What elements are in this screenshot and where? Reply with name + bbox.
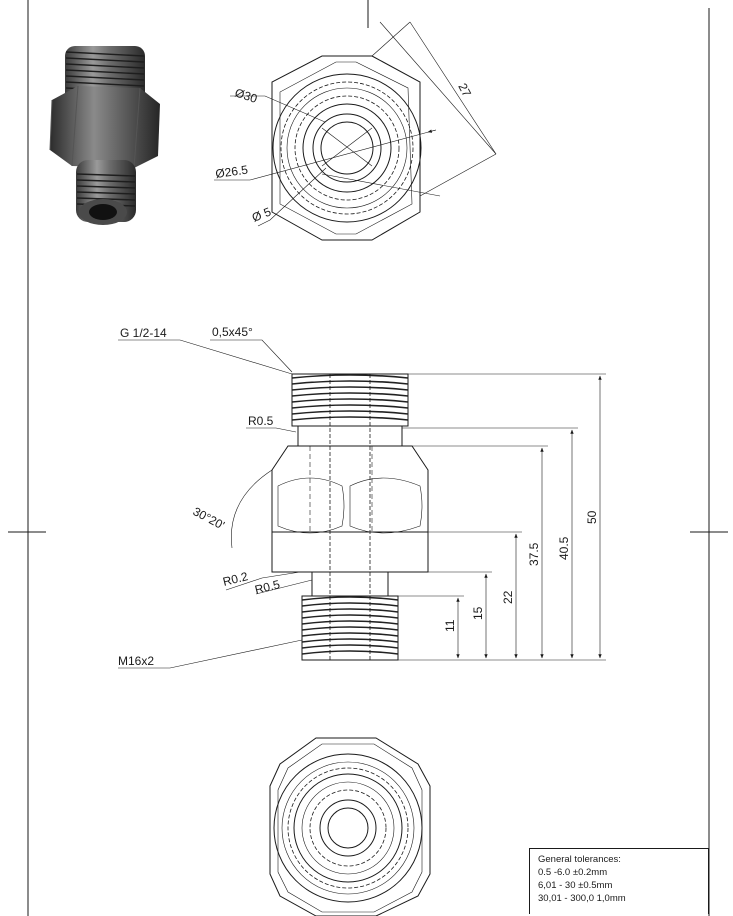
side-view [118,339,606,669]
bottom-view [269,737,431,916]
dim-d5: Ø 5 [250,204,273,224]
tolerances-title: General tolerances: [538,854,621,865]
dim-d30: Ø30 [233,86,259,106]
sheet-frame [8,0,728,916]
label-chamfer: 0,5x45° [212,325,253,339]
tolerance-row: 6,01 - 30 ±0.5mm [538,880,613,891]
tolerance-row: 30,01 - 300,0 1,0mm [538,893,626,904]
dim-22: 22 [501,590,515,604]
dim-15: 15 [471,606,485,620]
label-radius-top: R0.5 [248,414,274,428]
general-tolerances-box: General tolerances: 0.5 -6.0 ±0.2mm 6,01… [529,848,709,914]
dim-d26-5: Ø26.5 [214,163,249,181]
label-thread-bottom: M16x2 [118,654,154,668]
label-angle: 30°20' [191,504,227,532]
dim-across-flats: 27 [455,81,474,100]
dim-40-5: 40.5 [557,536,571,560]
dim-37-5: 37.5 [527,542,541,566]
tolerance-row: 0.5 -6.0 ±0.2mm [538,867,608,878]
label-radius-bottom: R0.5 [253,577,281,597]
label-radius-small: R0.2 [221,569,249,589]
dim-50: 50 [585,510,599,524]
top-view [214,21,497,241]
dim-11: 11 [443,619,457,632]
isometric-render [49,46,160,225]
label-thread-top: G 1/2-14 [120,326,167,340]
